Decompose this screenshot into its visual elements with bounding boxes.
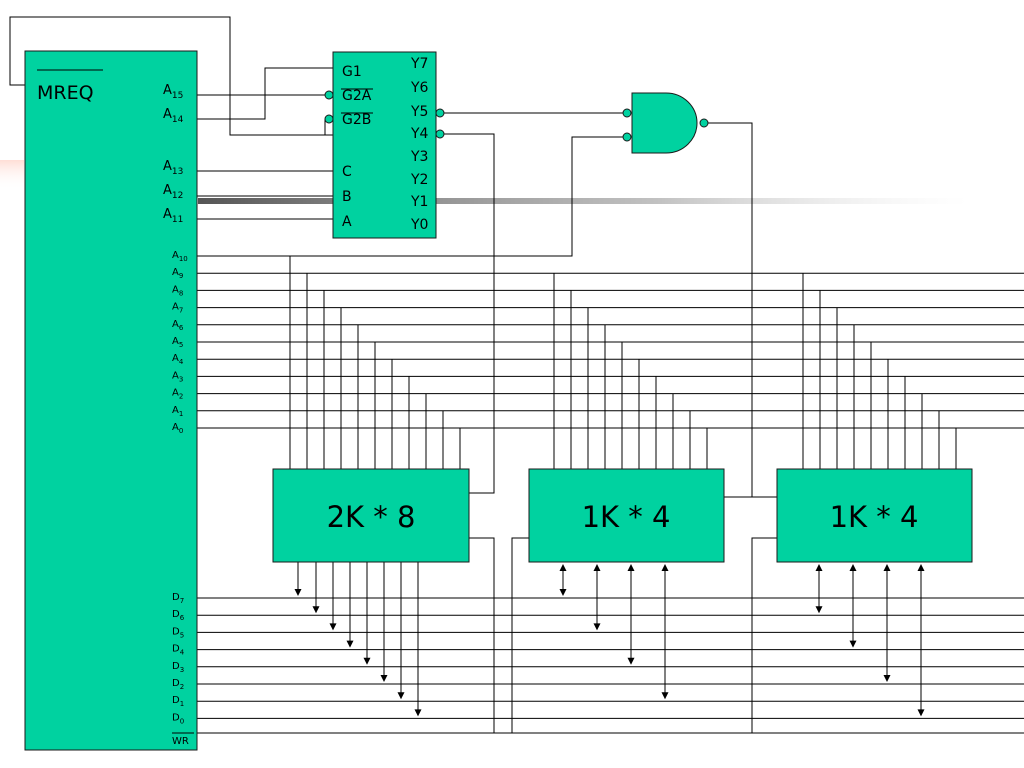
chip-1k4-a-data-arrow-up — [559, 564, 567, 571]
gate-to-1k-chip-a-wire — [708, 122, 753, 498]
chip-1k4-b-data-arrow-up — [815, 564, 823, 571]
chip-1k4-b-data-arrow-down — [815, 606, 823, 614]
g2a-bubble — [324, 90, 334, 100]
a14-to-g2a-wire — [197, 94, 325, 120]
gate-input-bubble-top — [622, 108, 632, 118]
nand-gate — [622, 92, 709, 154]
chip-1k4-a-data-arrow-down — [593, 623, 601, 631]
decoder-input-g2b: G2B — [342, 112, 371, 128]
chip-1k4-a-data-arrow-down — [627, 657, 635, 665]
chip-1k4-b: 1K * 4 — [776, 468, 973, 563]
cpu-block: MREQ WR A15A14A13A12A11A10A9A8A7A6A5A4A3… — [24, 50, 198, 751]
chip-2k8: 2K * 8 — [272, 468, 470, 563]
mreq-to-g2b-wire — [9, 16, 333, 136]
cpu-pin-a5: A5 — [172, 336, 183, 349]
cpu-pin-labels: A15A14A13A12A11A10A9A8A7A6A5A4A3A2A1A0D7… — [163, 83, 188, 725]
decoder-output-y5: Y5 — [410, 104, 428, 120]
cpu-pin-a8: A8 — [172, 284, 183, 297]
decoder-output-y2: Y2 — [410, 172, 428, 188]
chip-2k8-data-arrow — [397, 692, 405, 700]
gate-output-bubble — [699, 118, 709, 128]
decoder-output-y6: Y6 — [410, 80, 429, 96]
decoder-input-c: C — [342, 164, 352, 180]
decoder-input-b: B — [342, 189, 352, 205]
chip-1k4-b-label: 1K * 4 — [830, 500, 919, 534]
decoder-output-y3: Y3 — [410, 149, 428, 165]
cpu-pin-a3: A3 — [172, 370, 183, 383]
cpu-pin-a4: A4 — [172, 353, 184, 366]
wr-label: WR — [172, 736, 189, 747]
cpu-pin-a9: A9 — [172, 267, 183, 280]
cpu-pin-a7: A7 — [172, 302, 183, 315]
wiring — [9, 16, 1024, 734]
chip-1k4-a: 1K * 4 — [528, 468, 725, 563]
cpu-pin-a0: A0 — [172, 422, 183, 435]
cpu-pin-a6: A6 — [172, 319, 184, 332]
cpu-pin-a2: A2 — [172, 388, 183, 401]
chip-2k8-label: 2K * 8 — [327, 500, 416, 534]
chip-1k4-b-data-arrow-up — [849, 564, 857, 571]
decoder-output-y4: Y4 — [410, 126, 429, 142]
chip-1k4-a-data-arrow-up — [593, 564, 601, 571]
chip-1k4-b-wr-wire — [751, 537, 777, 733]
mreq-label: MREQ — [37, 82, 94, 104]
chip-2k8-wr-wire — [469, 537, 495, 733]
decoder-output-y1: Y1 — [410, 194, 428, 210]
gate-input-bubble-bottom — [622, 132, 632, 142]
chip-2k8-data-arrow — [363, 657, 371, 665]
chip-1k4-b-data-arrow-down — [849, 640, 857, 648]
chip-2k8-data-arrow — [414, 709, 422, 717]
g2b-bubble — [324, 114, 334, 124]
chip-1k4-a-label: 1K * 4 — [582, 500, 671, 534]
chip-2k8-data-arrow — [380, 675, 388, 682]
a15-to-g1-wire — [197, 67, 333, 96]
chip-1k4-a-data-arrow-down — [559, 589, 567, 596]
decoder-input-g1: G1 — [342, 64, 362, 80]
chip-1k4-b-data-arrow-down — [917, 709, 925, 717]
decoder-output-y7: Y7 — [410, 56, 428, 72]
chip-1k4-a-data-arrow-down — [661, 692, 669, 700]
chip-1k4-a-data-arrow-up — [661, 564, 669, 571]
chip-1k4-a-wr-wire — [511, 537, 529, 733]
y4-bubble — [435, 129, 445, 139]
decoder-input-g2a: G2A — [342, 88, 372, 104]
chip-1k4-b-data-arrow-up — [883, 564, 891, 571]
chip-1k4-b-data-arrow-down — [883, 675, 891, 682]
y4-to-2k-chip-wire — [444, 133, 495, 494]
chip-2k8-data-arrow — [346, 640, 354, 648]
a10-to-gate-wire — [197, 136, 623, 257]
y5-bubble — [435, 108, 445, 118]
cpu-pin-a1: A1 — [172, 405, 183, 418]
chip-2k8-data-arrow — [312, 606, 320, 614]
chip-2k8-data-arrow — [294, 589, 302, 596]
background-decoration — [0, 160, 968, 204]
decoder-input-a: A — [342, 214, 352, 230]
chip-1k4-a-data-arrow-up — [627, 564, 635, 571]
chip-2k8-data-arrow — [329, 623, 337, 631]
chip-1k4-b-data-arrow-up — [917, 564, 925, 571]
decoder-output-y0: Y0 — [410, 217, 428, 233]
